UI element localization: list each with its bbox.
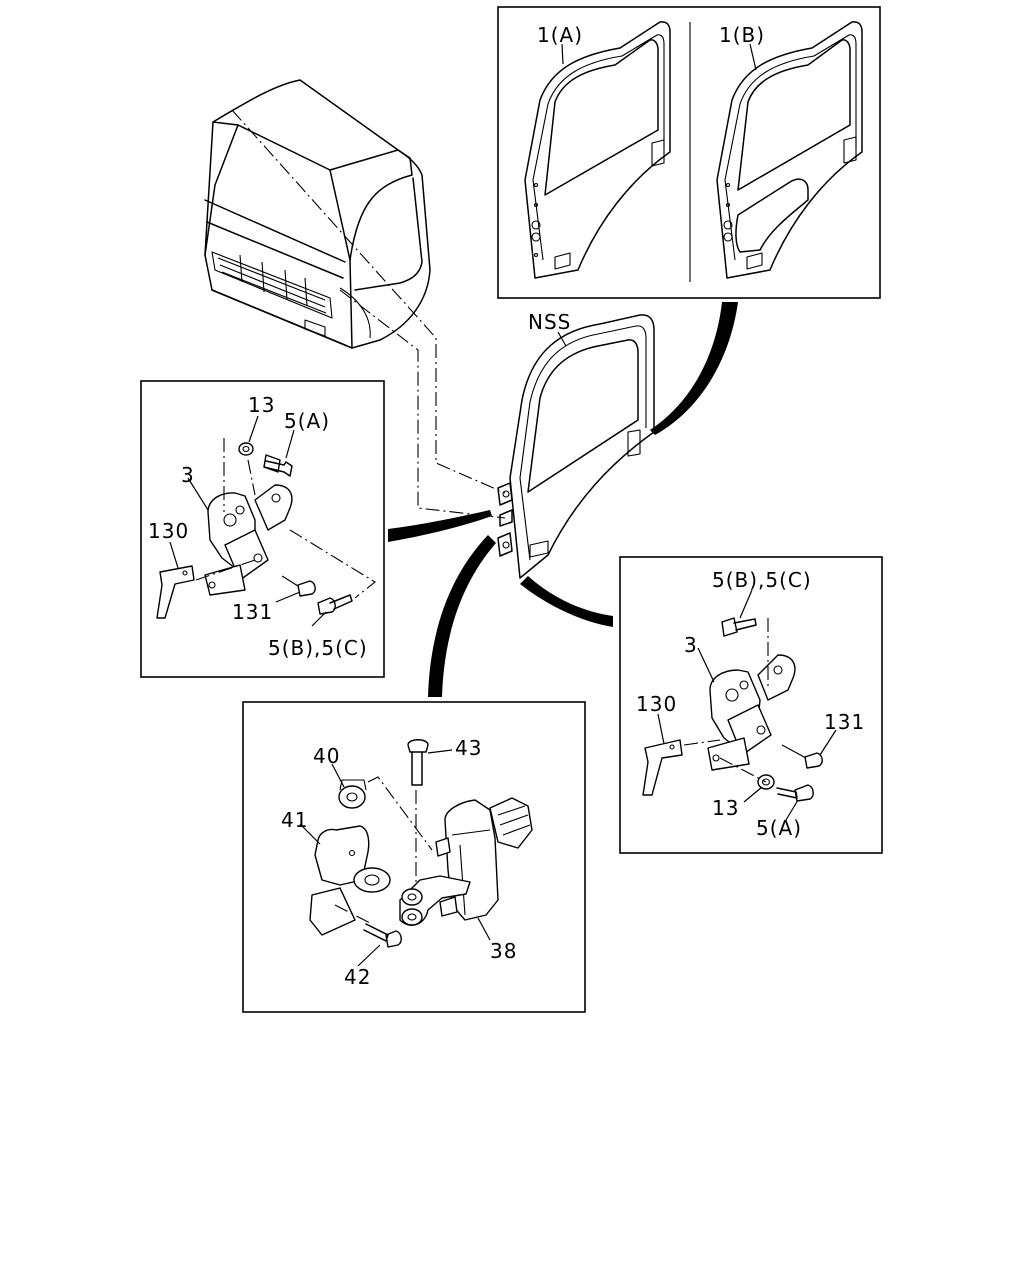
label-part-3-lower: 3 (684, 633, 698, 657)
upper-hinge-assembly (156, 438, 376, 619)
truck-cab-illustration (204, 79, 506, 519)
callout-band-door-check (428, 535, 496, 697)
door-check-assembly (309, 739, 533, 948)
label-part-131-lower: 131 (824, 710, 865, 734)
upper-hinge-detail-box (140, 380, 385, 678)
label-nss: NSS (528, 310, 571, 334)
label-part-131-upper: 131 (232, 600, 273, 624)
door-variants-box (497, 6, 881, 299)
label-part-130-lower: 130 (636, 692, 677, 716)
leader-lines (169, 43, 837, 967)
label-door-1b: 1(B) (719, 23, 765, 47)
door-variant-1a (524, 21, 671, 279)
label-part-13-lower: 13 (712, 796, 739, 820)
label-door-1a: 1(A) (537, 23, 583, 47)
label-part-5a-upper: 5(A) (284, 409, 330, 433)
label-part-42: 42 (344, 965, 371, 989)
callout-band-upper-hinge (388, 510, 492, 542)
label-part-40: 40 (313, 744, 340, 768)
label-part-3-upper: 3 (181, 463, 195, 487)
lower-hinge-detail-box (619, 556, 883, 854)
door-check-detail-box (242, 701, 586, 1013)
label-part-43: 43 (455, 736, 482, 760)
callout-band-lower-hinge (520, 576, 613, 627)
label-part-38: 38 (490, 939, 517, 963)
label-part-13-upper: 13 (248, 393, 275, 417)
label-part-130-upper: 130 (148, 519, 189, 543)
callout-band-door-variants (650, 302, 738, 435)
lower-hinge-assembly (642, 617, 823, 802)
label-part-41: 41 (281, 808, 308, 832)
label-part-5bc-lower: 5(B),5(C) (712, 568, 812, 592)
door-variant-1b (716, 21, 863, 279)
main-door-nss (497, 314, 655, 579)
label-part-5bc-upper: 5(B),5(C) (268, 636, 368, 660)
label-part-5a-lower: 5(A) (756, 816, 802, 840)
